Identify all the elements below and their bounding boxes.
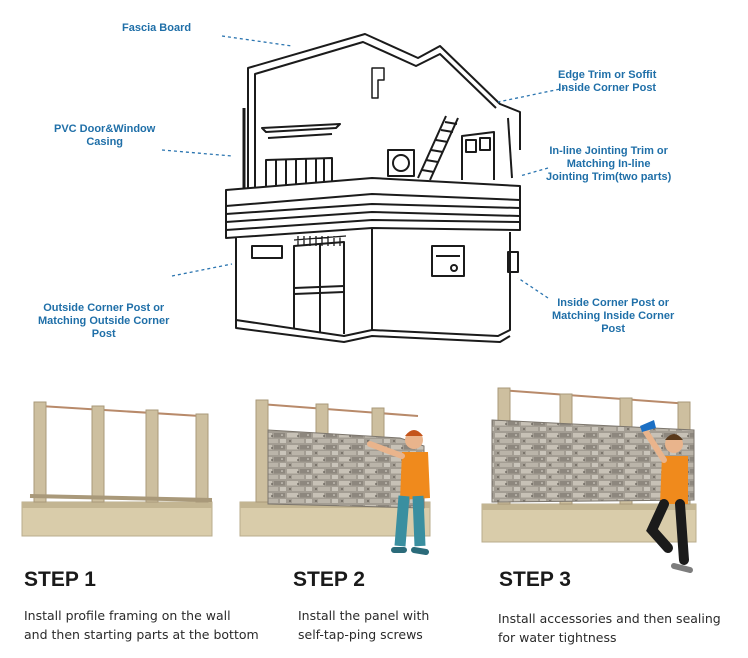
step2-desc-line2: self-tap-ping screws (298, 627, 423, 642)
callout-inside-line2: Matching Inside Corner (552, 310, 675, 322)
step2-desc-line1: Install the panel with (298, 608, 430, 623)
step1-desc-line2: and then starting parts at the bottom (24, 627, 259, 642)
callout-pvc-casing: PVC Door&Window Casing (54, 123, 155, 149)
callout-inline-line3: Jointing Trim(two parts) (546, 171, 672, 183)
callout-edge-trim-line1: Edge Trim or Soffit (558, 69, 657, 81)
step2-illustration (239, 399, 431, 555)
callout-inline-line2: Matching In-line (566, 158, 651, 170)
callout-leaders (161, 35, 566, 299)
step1-description: Install profile framing on the wall and … (24, 606, 259, 644)
callout-inside-corner: Inside Corner Post or Matching Inside Co… (552, 297, 674, 336)
step3-desc-line1: Install accessories and then sealing (498, 611, 721, 626)
callout-outside-line3: Post (91, 328, 116, 340)
callout-inside-line3: Post (601, 323, 626, 335)
callout-outside-corner: Outside Corner Post or Matching Outside … (38, 302, 169, 341)
step1-desc-line1: Install profile framing on the wall (24, 608, 231, 623)
callout-edge-trim-line2: Inside Corner Post (558, 82, 657, 94)
house-drawing (225, 33, 521, 343)
step3-desc-line2: for water tightness (498, 630, 617, 645)
callout-inside-line1: Inside Corner Post or (557, 297, 670, 309)
callout-fascia-board: Fascia Board (122, 22, 191, 35)
callout-inline-line1: In-line Jointing Trim or (549, 145, 668, 157)
step1-title: STEP 1 (24, 568, 96, 591)
callout-edge-trim: Edge Trim or Soffit Inside Corner Post (558, 69, 656, 95)
step3-illustration (481, 387, 697, 573)
step1-illustration (21, 401, 213, 537)
step2-title: STEP 2 (293, 568, 365, 591)
callout-outside-line1: Outside Corner Post or (43, 302, 165, 314)
callout-inline-jointing: In-line Jointing Trim or Matching In-lin… (546, 145, 671, 184)
step2-description: Install the panel with self-tap-ping scr… (298, 606, 429, 644)
callout-outside-line2: Matching Outside Corner (38, 315, 170, 327)
callout-fascia-label: Fascia Board (122, 22, 192, 34)
callout-pvc-line2: Casing (86, 136, 124, 148)
callout-pvc-line1: PVC Door&Window (54, 123, 156, 135)
step3-description: Install accessories and then sealing for… (498, 609, 721, 647)
step3-title: STEP 3 (499, 568, 571, 591)
